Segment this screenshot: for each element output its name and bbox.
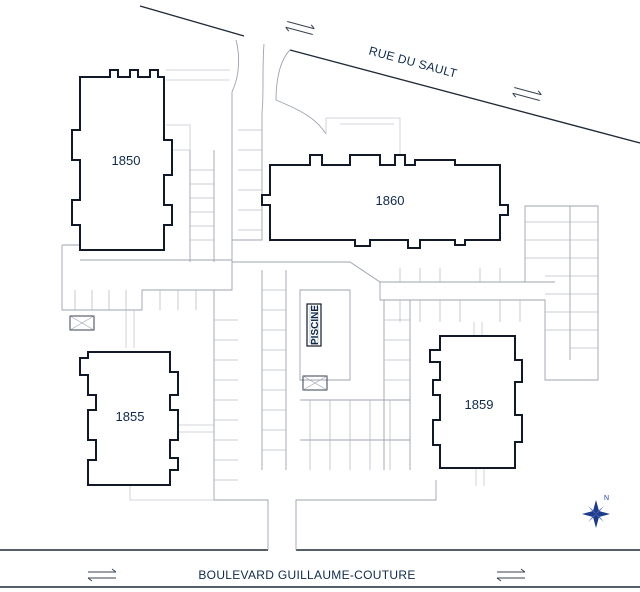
building-label-1850: 1850 xyxy=(112,153,141,168)
building-label-1855: 1855 xyxy=(116,409,145,424)
direction-arrow-rue-du-sault-west xyxy=(285,20,315,36)
parking-stalls xyxy=(74,129,598,481)
street-label-rue-du-sault: RUE DU SAULT xyxy=(367,44,459,81)
direction-arrow-boulevard-west xyxy=(87,568,117,582)
building-label-1860: 1860 xyxy=(376,193,405,208)
driveways xyxy=(61,39,599,550)
pool-label: PISCINE xyxy=(310,305,321,345)
building-1850 xyxy=(71,69,173,251)
pool xyxy=(306,303,322,347)
compass-north-letter: N xyxy=(604,495,609,502)
direction-arrow-boulevard-east xyxy=(496,568,526,582)
direction-arrow-rue-du-sault-east xyxy=(512,86,542,102)
street-label-boulevard: BOULEVARD GUILLAUME-COUTURE xyxy=(198,568,415,582)
building-1860 xyxy=(261,154,509,249)
service-structures xyxy=(69,315,328,391)
building-1855 xyxy=(79,351,179,486)
building-label-1859: 1859 xyxy=(465,397,494,412)
boulevard-road xyxy=(0,549,640,588)
building-1859 xyxy=(429,335,523,469)
walkways xyxy=(125,69,485,501)
rue-du-sault-road xyxy=(139,5,640,144)
compass-rose-icon: N xyxy=(582,495,610,528)
